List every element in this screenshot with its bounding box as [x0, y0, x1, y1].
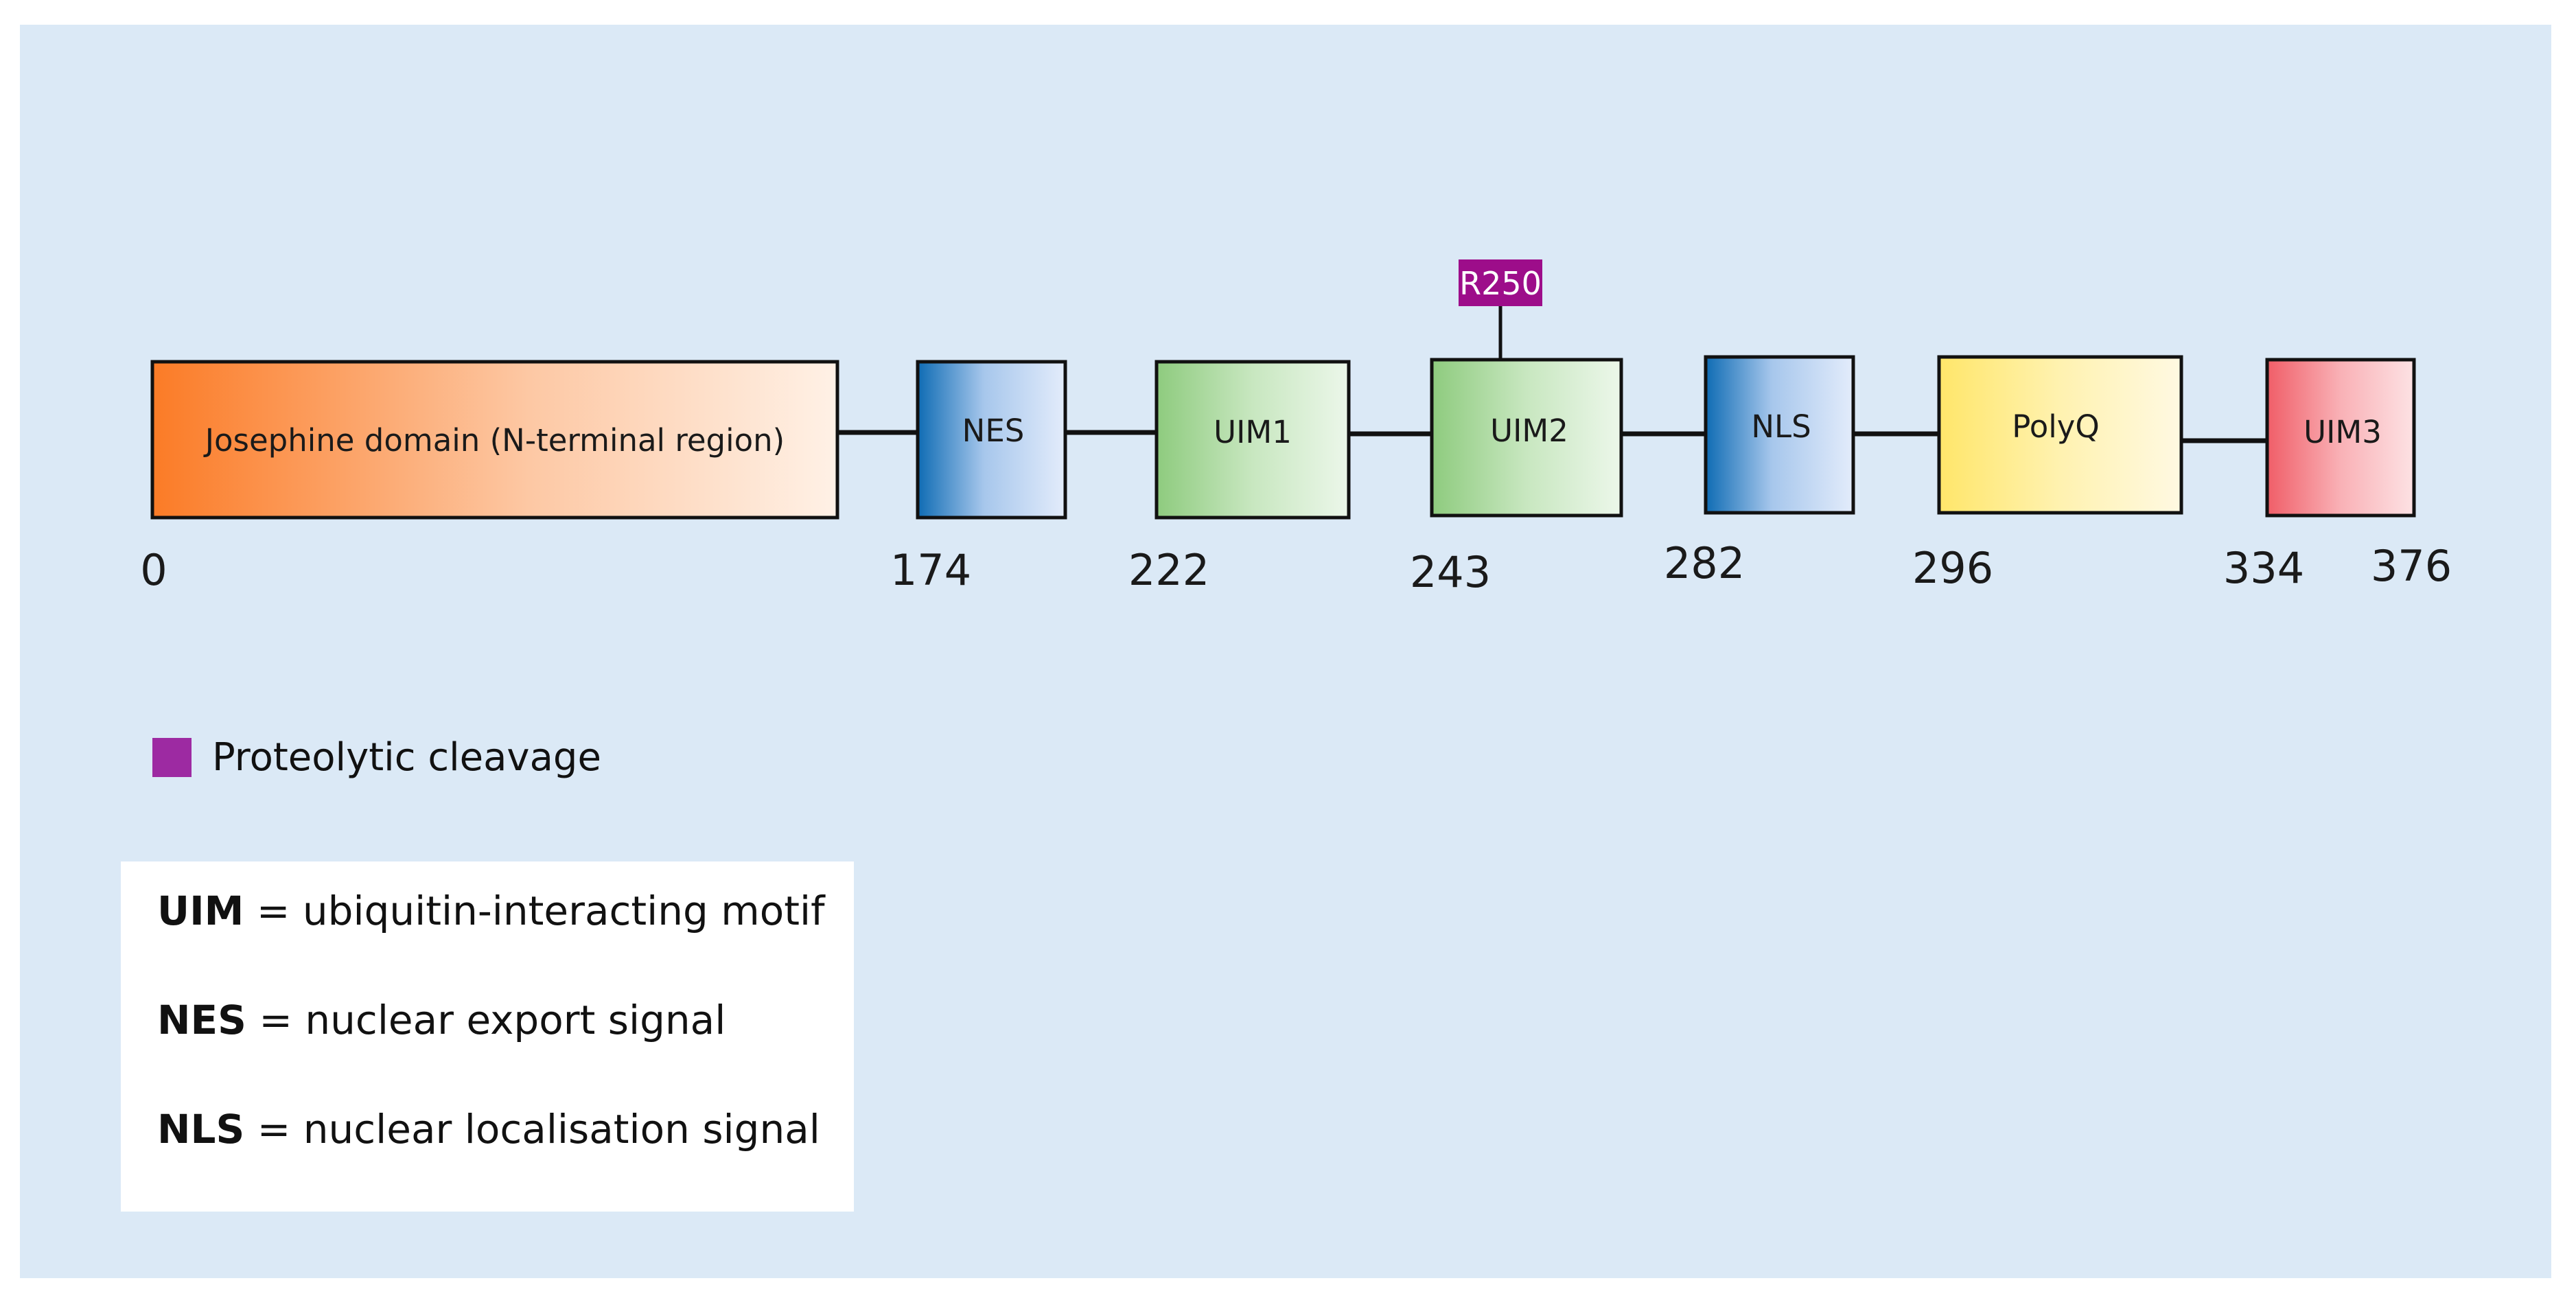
domain-label: NLS: [1751, 408, 1811, 445]
abbreviation-term: NLS: [157, 1106, 245, 1153]
abbreviation-definition: = nuclear export signal: [246, 997, 726, 1043]
domain-uim2: UIM2: [1430, 358, 1623, 518]
abbreviation-term: NES: [157, 997, 246, 1043]
position-label: 376: [2371, 541, 2452, 591]
domain-polyq: PolyQ: [1937, 355, 2183, 515]
domain-label: NES: [962, 413, 1025, 449]
position-label: 0: [140, 545, 167, 595]
position-label: 334: [2223, 543, 2304, 593]
domain-label: PolyQ: [2012, 408, 2100, 445]
abbreviation-term: UIM: [157, 888, 244, 934]
domain-uim1: UIM1: [1154, 360, 1351, 520]
abbreviation-legend: UIM = ubiquitin-interacting motif NES = …: [121, 861, 854, 1212]
domain-label: UIM2: [1490, 413, 1568, 449]
cleavage-legend-swatch: [152, 738, 192, 777]
abbreviation-definition: = nuclear localisation signal: [244, 1106, 820, 1153]
position-label: 296: [1912, 543, 1993, 593]
abbreviation-definition: = ubiquitin-interacting motif: [244, 888, 825, 934]
cleavage-legend: Proteolytic cleavage: [152, 735, 601, 780]
cleavage-site-tag: [1459, 259, 1542, 306]
position-label: 174: [890, 545, 971, 595]
domain-nls: NLS: [1704, 355, 1855, 515]
cleavage-site-label: R250: [1459, 265, 1542, 302]
abbreviation-row: NLS = nuclear localisation signal: [157, 1106, 820, 1153]
abbreviation-row: NES = nuclear export signal: [157, 997, 726, 1043]
position-label: 243: [1410, 547, 1491, 597]
domain-josephine: Josephine domain (N-terminal region): [150, 360, 839, 520]
domain-uim3: UIM3: [2265, 358, 2416, 518]
position-label: 222: [1128, 545, 1209, 595]
domain-nes: NES: [916, 360, 1067, 520]
domain-label: UIM1: [1214, 414, 1292, 450]
position-label: 282: [1664, 538, 1745, 588]
domain-label: Josephine domain (N-terminal region): [203, 422, 785, 459]
abbreviation-row: UIM = ubiquitin-interacting motif: [157, 888, 825, 934]
cleavage-legend-label: Proteolytic cleavage: [212, 735, 601, 780]
domain-label: UIM3: [2304, 414, 2382, 450]
